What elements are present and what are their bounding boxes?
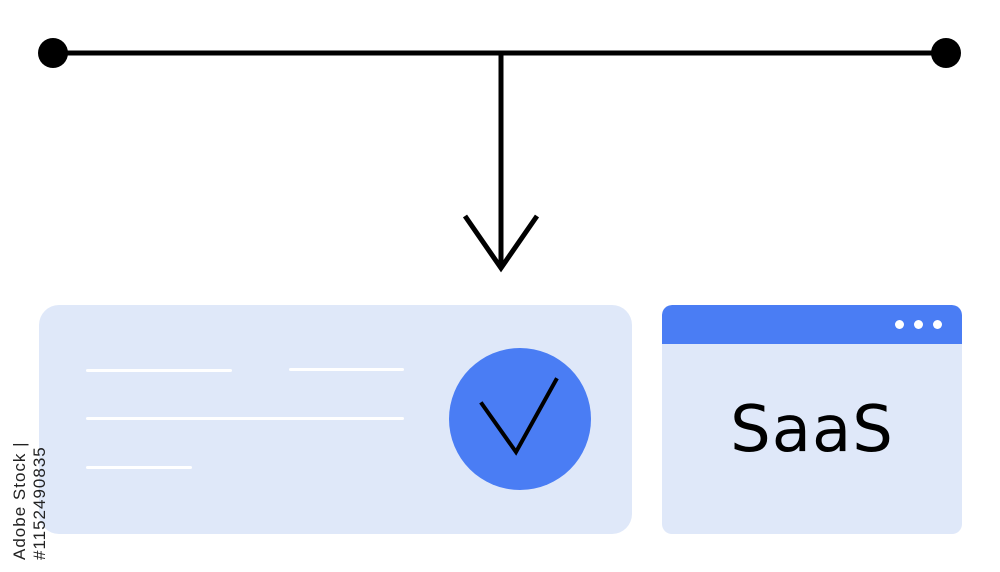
confirmation-card [39,305,632,534]
browser-titlebar [662,305,962,344]
right-endpoint-dot [931,38,961,68]
stock-id-watermark: Adobe Stock | #1152490835 [10,441,49,560]
arrow-down-icon [462,214,540,273]
timeline-connector [38,38,961,273]
check-badge [449,348,591,490]
placeholder-text-line [289,368,404,371]
more-dots-icon [914,320,923,329]
saas-browser-window: SaaS [662,305,962,534]
placeholder-text-line [86,417,404,420]
placeholder-text-line [86,369,232,372]
more-dots-icon [895,320,904,329]
left-endpoint-dot [38,38,68,68]
more-dots-icon [933,320,942,329]
check-icon [479,377,559,456]
placeholder-text-line [86,466,192,469]
saas-label: SaaS [730,393,894,467]
